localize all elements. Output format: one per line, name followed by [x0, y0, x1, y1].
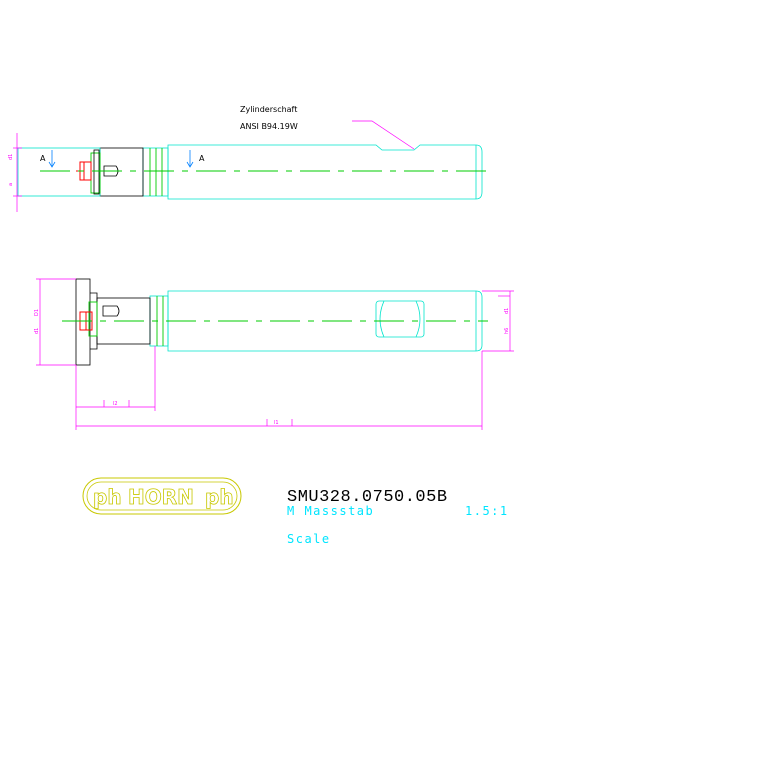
side-bottom-short-label: l2	[113, 401, 118, 407]
title-block: ph HORN ph SMU328.0750.05B M Massstab 1.…	[82, 477, 509, 546]
logo-text: HORN	[128, 485, 194, 509]
side-clamp-screw	[102, 305, 120, 317]
top-shank-outline	[167, 144, 483, 200]
scale-label-de: M Massstab	[287, 504, 374, 518]
section-mark-left: A	[40, 150, 56, 168]
scale-label-en: Scale	[287, 532, 331, 546]
side-left-inner-label: d1	[34, 328, 40, 334]
annotation-line-2: ANSI B94.19W	[240, 122, 298, 131]
logo-mark-right: ph	[205, 485, 234, 509]
top-head-envelope	[17, 147, 101, 197]
section-label-left: A	[40, 154, 46, 163]
side-shank-outline	[167, 290, 483, 352]
section-arrow-right-head	[186, 161, 194, 168]
part-number: SMU328.0750.05B	[287, 488, 448, 507]
side-bottom-long-label: l1	[274, 420, 279, 426]
side-right-outer-label: d1	[504, 308, 510, 314]
top-collar	[142, 147, 169, 197]
annotation-line-1: Zylinderschaft	[240, 105, 297, 114]
logo-inner-frame	[86, 481, 238, 511]
side-right-dimension: d1 h6	[482, 290, 514, 352]
scale-value: 1.5:1	[465, 504, 509, 518]
side-flat-curve-left	[379, 300, 385, 338]
side-left-outer-label: D1	[34, 309, 40, 316]
side-clamping-flat	[375, 300, 425, 338]
side-view: D1 d1 d1 h6 l2 l1	[34, 278, 514, 430]
top-dim-label: d1	[8, 154, 14, 160]
top-head-body	[99, 147, 144, 197]
side-bottom-dimensions: l2 l1	[75, 346, 483, 430]
shank-annotation: Zylinderschaft ANSI B94.19W	[240, 105, 415, 150]
section-arrow-left-head	[48, 161, 56, 168]
side-left-dimension: D1 d1	[34, 278, 76, 366]
top-left-dimension: d1 a	[8, 133, 22, 212]
section-label-right: A	[199, 154, 205, 163]
side-flange	[75, 278, 91, 366]
side-flat-curve-right	[415, 300, 421, 338]
logo-mark-left: ph	[93, 485, 122, 509]
annotation-leader	[352, 120, 415, 150]
side-insert-seat	[88, 301, 98, 337]
top-insert-plate	[93, 149, 100, 195]
section-mark-right: A	[186, 150, 205, 168]
logo-outer-frame	[82, 477, 242, 515]
top-dim-small-label: a	[8, 183, 14, 186]
top-clamp-screw	[103, 165, 119, 177]
top-view: A A d1 a	[8, 133, 488, 212]
side-right-inner-label: h6	[504, 328, 510, 334]
horn-logo: ph HORN ph	[82, 477, 242, 515]
